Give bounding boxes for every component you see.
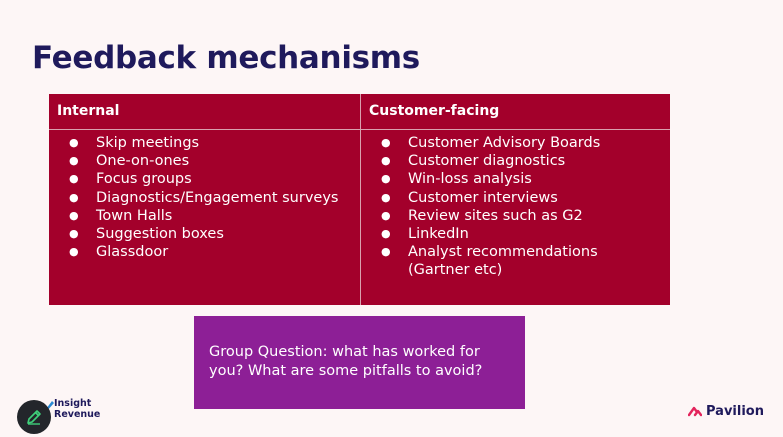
list-item-text: Focus groups <box>96 171 192 188</box>
list-item-text: Suggestion boxes <box>96 226 224 243</box>
list-item: ● Customer diagnostics <box>361 152 670 170</box>
insight-text: Insight <box>54 398 92 409</box>
internal-column: Internal ● Skip meetings ● One-on-ones ● Focu… <box>49 94 360 305</box>
list-item-text: Review sites such as G2 <box>408 207 583 224</box>
list-item-text: Glassdoor <box>96 244 169 261</box>
list-item-text: Town Halls <box>96 207 173 224</box>
group-question-box: Group Question: what has worked for you?… <box>194 316 525 409</box>
pavilion-logo: Pavilion <box>688 402 764 420</box>
list-item: ● Customer interviews <box>361 189 670 207</box>
customer-facing-header: Customer-facing <box>361 94 670 130</box>
list-item: ● Focus groups <box>49 170 360 188</box>
list-item: ● Diagnostics/Engagement surveys <box>49 189 360 207</box>
list-item-text: Win-loss analysis <box>408 171 532 188</box>
bullet-icon: ● <box>69 208 79 222</box>
list-item: ● LinkedIn <box>361 225 670 243</box>
bullet-icon: ● <box>69 136 79 149</box>
bullet-icon: ● <box>381 172 391 186</box>
pencil-icon <box>27 410 41 425</box>
list-item: ● Customer Advisory Boards <box>361 134 670 152</box>
customer-facing-list: ● Customer Advisory Boards ● Customer diagn… <box>361 130 670 280</box>
bullet-icon: ● <box>381 190 391 204</box>
pavilion-chevron-icon <box>688 406 702 417</box>
bullet-icon: ● <box>381 245 391 259</box>
bullet-icon: ● <box>381 136 391 149</box>
list-item-text: Customer Advisory Boards <box>408 135 601 151</box>
list-item: ● Suggestion boxes <box>49 225 360 243</box>
bullet-icon: ● <box>69 172 79 186</box>
bullet-icon: ● <box>381 208 391 222</box>
bullet-icon: ● <box>69 154 79 168</box>
list-item-text: Customer interviews <box>408 189 558 206</box>
list-item: ● One-on-ones <box>49 152 360 170</box>
customer-facing-column: Customer-facing ● Customer Advisory Board… <box>360 94 670 305</box>
bullet-icon: ● <box>69 245 79 259</box>
bullet-icon: ● <box>381 154 391 168</box>
list-item-text: One-on-ones <box>96 153 190 170</box>
revenue-text: Revenue <box>54 409 101 420</box>
bullet-icon: ● <box>69 190 79 204</box>
chart-arrow-icon <box>38 401 54 414</box>
internal-list: ●Skip meetings●One-on-ones●Focus groups●… <box>49 130 360 261</box>
bullet-icon: ● <box>69 227 79 241</box>
list-item: ● Glassdoor <box>49 243 360 261</box>
list-item: ● Win-loss analysis <box>361 170 670 188</box>
list-item: ● Skip meetings <box>49 134 360 152</box>
list-item-text: LinkedIn <box>408 226 469 243</box>
feedback-table: Internal ● Skip meetings ● One-on-ones ● Focu… <box>49 94 670 305</box>
slide-title: Feedback mechanisms <box>32 40 420 76</box>
list-item: ● Review sites such as G2 <box>361 207 670 225</box>
internal-header: Internal <box>49 94 360 130</box>
list-item-text: Skip meetings <box>96 135 200 151</box>
list-item-text: Customer diagnostics <box>408 153 566 170</box>
edit-button[interactable] <box>17 400 51 434</box>
list-item-text: Diagnostics/Engagement surveys <box>96 189 339 206</box>
list-item: ● Analyst recommendations (Gartner etc) <box>361 243 670 279</box>
pavilion-text: Pavilion <box>706 403 764 419</box>
insight-revenue-logo: Insight Revenue <box>38 396 108 424</box>
list-item: ● Town Halls <box>49 207 360 225</box>
bullet-icon: ● <box>381 227 391 241</box>
list-item-text: Analyst recommendations (Gartner etc) <box>408 244 598 279</box>
